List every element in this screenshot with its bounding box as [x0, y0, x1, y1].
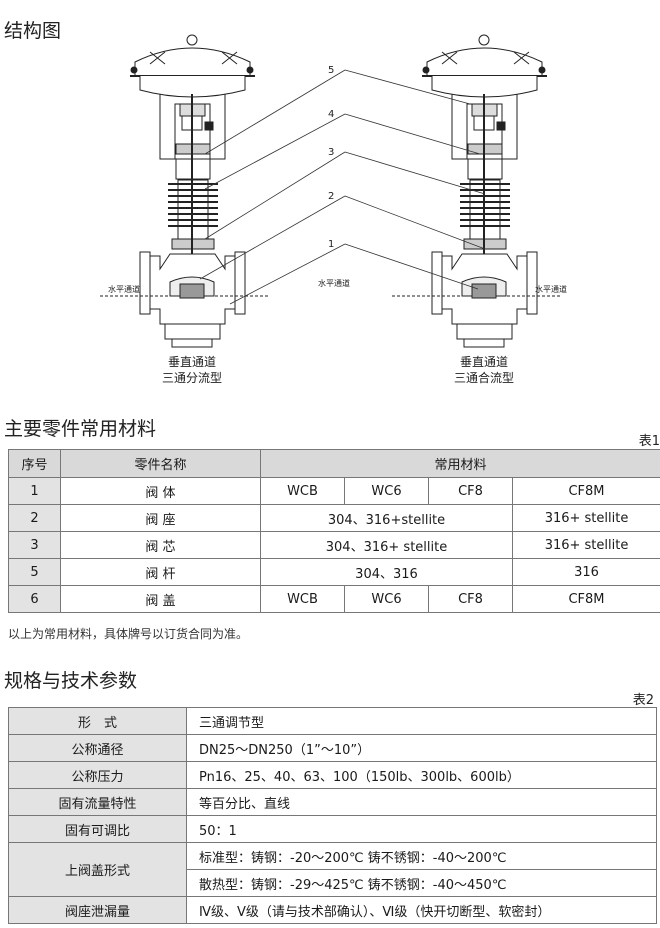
table-row: 散热型：铸钢：-29～425℃ 铸不锈钢：-40～450℃	[9, 869, 657, 897]
row-material: CF8	[428, 477, 513, 505]
row-material: WC6	[344, 477, 429, 505]
table-row: 5 阀 杆 304、316 316	[8, 558, 660, 586]
table2-tag: 表2	[632, 693, 654, 708]
row-no: 2	[8, 504, 61, 532]
specs-title: 规格与技术参数	[4, 670, 138, 692]
spec-label: 固有可调比	[8, 815, 187, 843]
table-row: 阀座泄漏量 Ⅳ级、Ⅴ级（请与技术部确认）、Ⅵ级（快开切断型、软密封）	[8, 896, 657, 924]
spec-label: 阀座泄漏量	[8, 896, 187, 924]
table-row: 6 阀 盖 WCB WC6 CF8 CF8M	[8, 585, 660, 613]
callout-1: 1	[328, 239, 334, 250]
row-material: WCB	[260, 477, 345, 505]
callout-2: 2	[328, 191, 334, 202]
left-valve-drawing	[100, 34, 270, 348]
spec-value: DN25～DN250（1”～10”）	[186, 734, 657, 762]
table-row: 公称通径 DN25～DN250（1”～10”）	[8, 734, 657, 762]
row-name: 阀 座	[60, 504, 261, 532]
materials-note: 以上为常用材料，具体牌号以订货合同为准。	[8, 627, 249, 641]
specs-table: 形 式 三通调节型 公称通径 DN25～DN250（1”～10”） 公称压力 P…	[8, 707, 657, 924]
row-no: 1	[8, 477, 61, 505]
right-valve-drawing	[392, 34, 562, 348]
row-name: 阀 杆	[60, 558, 261, 586]
table-row: 固有流量特性 等百分比、直线	[8, 788, 657, 816]
row-name: 阀 盖	[60, 585, 261, 613]
materials-table: 序号 零件名称 常用材料 1 阀 体 WCB WC6 CF8 CF8M 2 阀 …	[8, 449, 660, 613]
callout-4: 4	[328, 109, 334, 120]
row-material: 304、316+ stellite	[260, 531, 513, 559]
table-row: 固有可调比 50：1	[8, 815, 657, 843]
spec-value: Ⅳ级、Ⅴ级（请与技术部确认）、Ⅵ级（快开切断型、软密封）	[186, 896, 657, 924]
horizontal-label-mid: 水平通道	[318, 278, 350, 288]
row-material: CF8M	[511, 585, 660, 613]
row-no: 6	[8, 585, 61, 613]
row-material: WCB	[260, 585, 345, 613]
callout-5: 5	[328, 65, 334, 76]
table-row: 公称压力 Pn16、25、40、63、100（150lb、300lb、600lb…	[8, 761, 657, 789]
table1-tag: 表1	[638, 434, 660, 449]
spec-value: 标准型：铸钢：-20～200℃ 铸不锈钢：-40～200℃	[186, 842, 657, 870]
spec-value: 三通调节型	[186, 707, 657, 735]
row-material: 304、316+stellite	[260, 504, 513, 532]
row-material: 316+ stellite	[511, 504, 660, 532]
header-no: 序号	[8, 449, 61, 478]
spec-label: 形 式	[8, 707, 187, 735]
spec-value: Pn16、25、40、63、100（150lb、300lb、600lb）	[186, 761, 657, 789]
spec-value: 散热型：铸钢：-29～425℃ 铸不锈钢：-40～450℃	[186, 869, 657, 897]
spec-value: 50：1	[186, 815, 657, 843]
structure-title: 结构图	[4, 20, 62, 42]
right-caption-line2: 三通合流型	[454, 370, 514, 385]
spec-value: 等百分比、直线	[186, 788, 657, 816]
right-caption-line1: 垂直通道	[460, 355, 508, 369]
table-header-row: 序号 零件名称 常用材料	[8, 449, 660, 478]
left-caption-line1: 垂直通道	[168, 355, 216, 369]
row-material: 304、316	[260, 558, 513, 586]
materials-title: 主要零件常用材料	[4, 418, 157, 440]
row-material: 316+ stellite	[511, 531, 660, 559]
row-material: CF8M	[511, 477, 660, 505]
row-name: 阀 体	[60, 477, 261, 505]
table-row: 3 阀 芯 304、316+ stellite 316+ stellite	[8, 531, 660, 559]
row-name: 阀 芯	[60, 531, 261, 559]
spec-label: 固有流量特性	[8, 788, 187, 816]
valve-structure-diagram: 5 4 3 2 1 水平通道 水平通道 水平通道 垂直通道 三通分流型 垂直通道…	[100, 34, 567, 385]
spec-label: 上阀盖形式	[8, 842, 187, 897]
row-material: 316	[511, 558, 660, 586]
spec-label: 公称压力	[8, 761, 187, 789]
row-no: 5	[8, 558, 61, 586]
row-material: CF8	[428, 585, 513, 613]
horizontal-label-right: 水平通道	[535, 284, 567, 294]
table-row: 2 阀 座 304、316+stellite 316+ stellite	[8, 504, 660, 532]
horizontal-label-left: 水平通道	[108, 284, 140, 294]
table-row: 1 阀 体 WCB WC6 CF8 CF8M	[8, 477, 660, 505]
callout-3: 3	[328, 147, 334, 158]
table-row: 形 式 三通调节型	[8, 707, 657, 735]
header-part-name: 零件名称	[60, 449, 261, 478]
row-no: 3	[8, 531, 61, 559]
spec-label: 公称通径	[8, 734, 187, 762]
row-material: WC6	[344, 585, 429, 613]
table-row: 上阀盖形式 标准型：铸钢：-20～200℃ 铸不锈钢：-40～200℃	[8, 842, 657, 897]
left-caption-line2: 三通分流型	[162, 371, 222, 385]
header-materials: 常用材料	[259, 449, 660, 478]
